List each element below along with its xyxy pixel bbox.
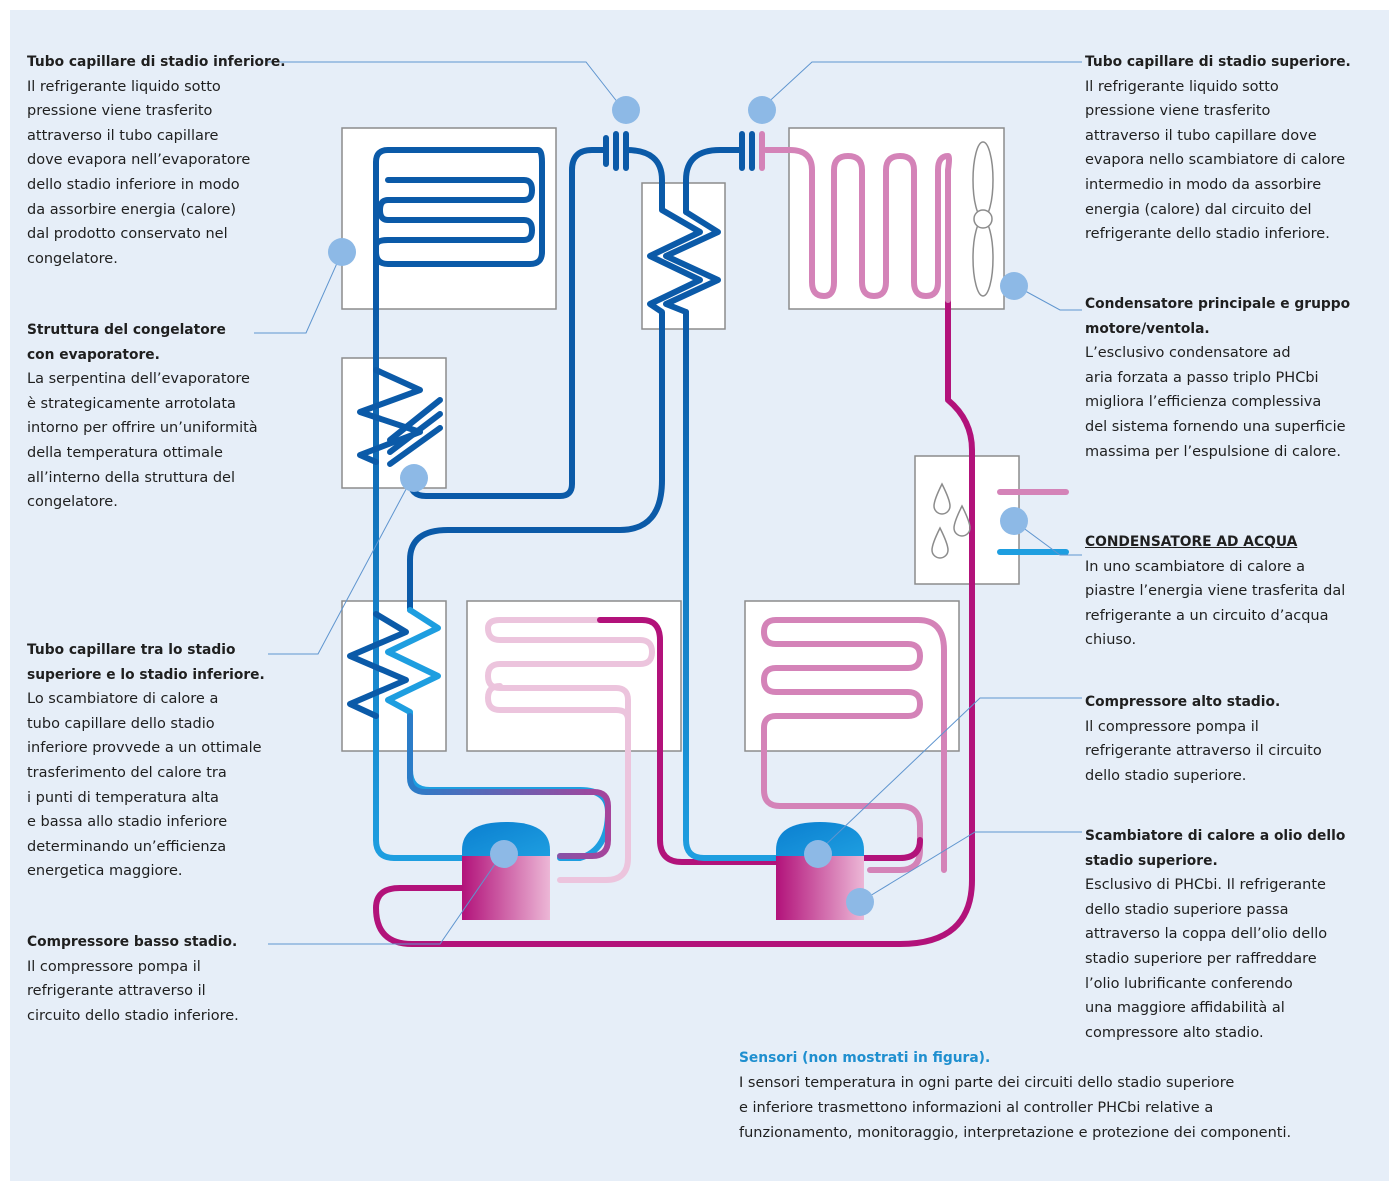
callout-text: I sensori temperatura in ogni parte dei … [739, 1075, 1292, 1141]
intermediate-line-left [407, 147, 703, 613]
marker-main-condenser[interactable] [1000, 272, 1028, 300]
callout-sensors: Sensori (non mostrati in figura). I sens… [739, 1046, 1379, 1146]
callout-freezer-structure: Struttura del congelatore con evaporator… [27, 318, 327, 515]
low-capillary-crossing [387, 397, 443, 467]
callout-text: In uno scambiatore di calore a piastre l… [1085, 558, 1346, 649]
callout-title: Tubo capillare di stadio inferiore. [27, 54, 286, 70]
callout-title: Compressore basso stadio. [27, 934, 238, 950]
callout-title: Tubo capillare tra lo stadio superiore e… [27, 642, 265, 683]
fan-icon [972, 141, 994, 297]
low-suction-line [373, 303, 471, 861]
callout-text: Lo scambiatore di calore a tubo capillar… [27, 691, 262, 880]
callout-text: Il refrigerante liquido sotto pressione … [27, 78, 251, 267]
low-capillary-fitting [603, 131, 629, 171]
high-stage-through-line [597, 617, 787, 865]
callout-high-compressor: Compressore alto stadio. Il compressore … [1085, 690, 1385, 788]
bottom-loop-line [373, 297, 975, 947]
low-condenser-coil-2 [485, 683, 631, 773]
callout-main-condenser: Condensatore principale e gruppo motore/… [1085, 292, 1385, 464]
marker-inter-capillary[interactable] [400, 464, 428, 492]
high-capillary-line [683, 147, 743, 215]
callout-title: Condensatore principale e gruppo motore/… [1085, 296, 1351, 337]
marker-low-compressor[interactable] [490, 840, 518, 868]
callout-text: La serpentina dell’evaporatore è strateg… [27, 371, 258, 511]
callout-high-capillary: Tubo capillare di stadio superiore. Il r… [1085, 50, 1385, 247]
leader-lines [254, 61, 1082, 945]
marker-high-capillary[interactable] [748, 96, 776, 124]
high-capillary-fitting [739, 131, 755, 171]
callout-text: L’esclusivo condensatore ad aria forzata… [1085, 345, 1346, 460]
low-stage-condenser-box [466, 600, 682, 752]
low-discharge-line [407, 713, 611, 859]
high-stage-precooler-box [744, 600, 960, 752]
callout-text: Il refrigerante liquido sotto pressione … [1085, 78, 1346, 243]
high-discharge-line [859, 837, 923, 861]
callout-title: Tubo capillare di stadio superiore. [1085, 54, 1351, 70]
callout-oil-exchanger: Scambiatore di calore a olio dello stadi… [1085, 824, 1385, 1045]
callout-low-compressor: Compressore basso stadio. Il compressore… [27, 930, 327, 1028]
marker-water-condenser[interactable] [1000, 507, 1028, 535]
refrigerant-pipes [347, 131, 1069, 947]
callout-low-capillary: Tubo capillare di stadio inferiore. Il r… [27, 50, 327, 271]
marker-oil-exchanger[interactable] [846, 888, 874, 916]
evaporator-coil [373, 147, 545, 309]
intermediate-zigzag-right [663, 209, 721, 315]
precooler-coil [761, 617, 947, 873]
marker-freezer[interactable] [328, 238, 356, 266]
marker-high-compressor[interactable] [804, 840, 832, 868]
callout-title: Scambiatore di calore a olio dello stadi… [1085, 828, 1346, 869]
low-capillary-zigzag [357, 367, 423, 465]
water-drops-icon [931, 482, 971, 559]
high-suction-line [683, 309, 781, 861]
callout-markers [328, 96, 1028, 916]
callout-inter-stage-capillary: Tubo capillare tra lo stadio superiore e… [27, 638, 327, 884]
capillary-exchanger-zigzag-2 [347, 611, 409, 719]
main-condenser-coil [763, 147, 952, 303]
marker-low-capillary[interactable] [612, 96, 640, 124]
callout-title: Compressore alto stadio. [1085, 694, 1281, 710]
low-stage-compressor-icon [462, 822, 550, 920]
callout-title: CONDENSATORE AD ACQUA [1085, 534, 1298, 550]
callout-text: Il compressore pompa il refrigerante att… [27, 958, 239, 1024]
callout-water-condenser: CONDENSATORE AD ACQUA In uno scambiatore… [1085, 530, 1385, 653]
low-capillary-line [407, 147, 609, 499]
callout-text: Esclusivo di PHCbi. Il refrigerante dell… [1085, 877, 1328, 1041]
callout-text: Il compressore pompa il refrigerante att… [1085, 718, 1322, 784]
callout-title: Struttura del congelatore con evaporator… [27, 322, 226, 363]
callout-title: Sensori (non mostrati in figura). [739, 1050, 991, 1066]
